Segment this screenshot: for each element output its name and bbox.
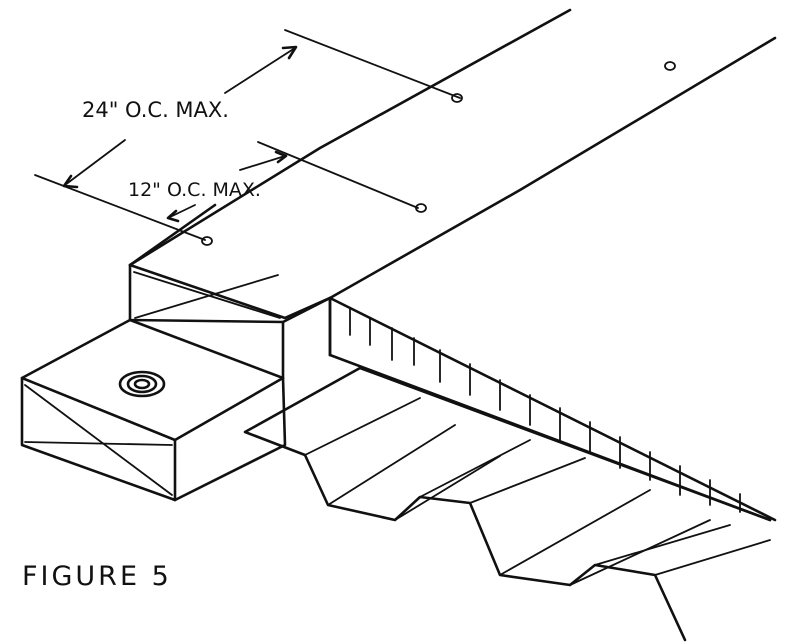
top-nailer-board (128, 8, 777, 380)
deck-far-edge (358, 366, 772, 522)
deck-profile (243, 366, 687, 642)
figure-caption: FIGURE 5 (22, 561, 172, 592)
bolt-washer-middle (126, 374, 158, 394)
board-end-top (128, 203, 217, 267)
nail-hole-1 (201, 236, 213, 246)
block-front-diag-2 (24, 441, 173, 446)
board-back-edge (328, 36, 777, 300)
strip-top (328, 296, 777, 522)
ext-line-24-top (284, 29, 461, 99)
dim-line-12-lower (167, 204, 196, 219)
nail-holes (201, 61, 676, 246)
dim-line-12-upper (239, 155, 286, 171)
dim-line-24-upper (224, 47, 296, 94)
bolt-washer-outer (118, 370, 166, 398)
board-front-edge (128, 8, 572, 267)
deck-rib-lines (304, 397, 771, 586)
dim-line-24-lower (64, 139, 126, 186)
block-right (173, 376, 287, 502)
block-front-diag-1 (24, 384, 173, 496)
ext-line-12-top (257, 141, 419, 209)
nail-hole-4 (664, 61, 676, 71)
board-end-face (128, 263, 285, 380)
arrowhead-12-bottom (166, 209, 180, 223)
corrugated-deck (243, 366, 772, 642)
board-end-diag-2 (134, 274, 279, 319)
dimension-24-label: 24" O.C. MAX. (82, 98, 229, 122)
nail-hole-3 (451, 93, 463, 103)
arrowhead-12-top (274, 150, 288, 164)
bolt-washer-inner (133, 378, 151, 390)
block-front (20, 376, 177, 502)
arrowhead-24-top (281, 45, 298, 60)
dimension-24-lines (34, 29, 461, 241)
dimension-12-label: 12" O.C. MAX. (128, 179, 261, 201)
arrowhead-24-bottom (62, 174, 79, 189)
dimension-12-lines (166, 141, 419, 223)
board-end-diag-1 (133, 271, 281, 319)
lower-wood-block (20, 318, 287, 502)
board-side-drop (281, 296, 332, 357)
